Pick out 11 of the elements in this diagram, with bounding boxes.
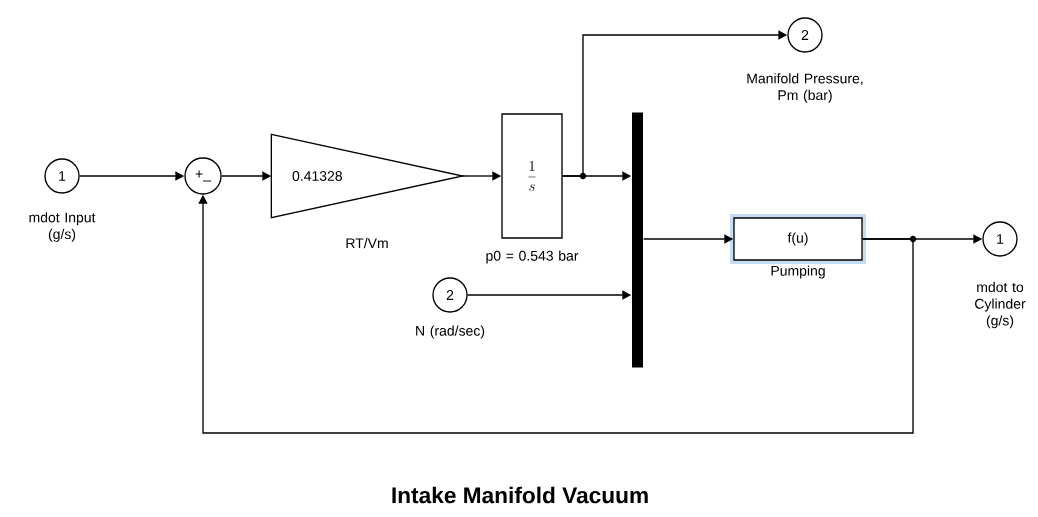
block-label: Pumping xyxy=(771,265,825,279)
block-label: Manifold Pressure, Pm (bar) xyxy=(747,73,863,103)
block-label: p0 = 0.543 bar xyxy=(486,250,579,264)
block-label: mdot Input (g/s) xyxy=(29,212,96,242)
block-label: N (rad/sec) xyxy=(416,325,485,339)
diagram-title: Intake Manifold Vacuum xyxy=(392,486,648,504)
block-label: mdot to Cylinder (g/s) xyxy=(975,281,1026,329)
function-block: f(u) xyxy=(730,214,866,264)
gain-triangle: 0.41328 xyxy=(270,133,466,219)
integrator-block: $\frac{1}{s}$ xyxy=(501,113,563,239)
block-label: RT/Vm xyxy=(346,237,388,249)
